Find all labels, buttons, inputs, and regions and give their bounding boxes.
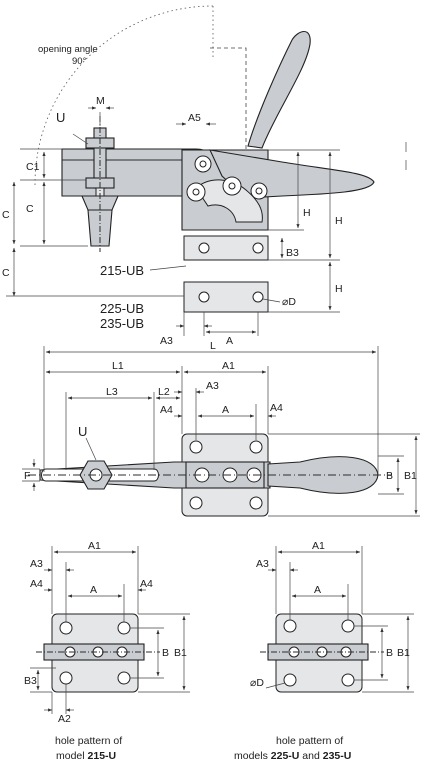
plan-hole [189,496,203,510]
label-c1: C1 [26,161,40,173]
label-a4-left: A4 [160,404,173,416]
opening-arc [34,5,214,186]
opening-angle-label: opening angle [38,44,98,55]
label-a3: A3 [206,380,219,392]
base-hole [198,242,210,254]
hole-pattern-225-235: A1 A3 A B B1 ⌀D hole pattern of models 2… [234,540,414,762]
base-hole [252,291,264,303]
label-l3: L3 [106,386,118,398]
pattern-hole [283,619,297,633]
leader-d [262,298,281,303]
closed-handle [209,149,375,199]
label-a1: A1 [222,360,235,372]
label-c-outer: C [2,209,10,221]
label-h-215: H [303,207,311,219]
label-a1: A1 [88,540,101,552]
label-b1: B1 [174,647,187,659]
pattern-hole [59,621,73,635]
pivot-4-core [255,187,263,195]
label-b: B [162,647,169,659]
label-a: A [222,404,229,416]
linkage [195,179,263,223]
caption-model-235: 235-U [323,750,352,762]
hole-pattern-215: A1 A3 A4 A4 A B B1 B3 A2 hole pattern of… [24,540,190,762]
base-hole [198,291,210,303]
leader-u [72,133,89,145]
caption-prefix: model [56,750,88,762]
label-m: M [96,95,105,107]
caption-line1: hole pattern of [55,735,122,747]
label-a3: A3 [160,335,173,347]
pivot-2-core [192,188,200,196]
open-handle-outline [210,47,247,150]
label-l: L [210,340,216,352]
label-l1: L1 [112,360,124,372]
pattern-hole [341,619,355,633]
label-a4-right: A4 [140,578,153,590]
model-235-ub: 235-UB [100,316,144,331]
caption-model-225: 225-U [271,750,300,762]
label-b3: B3 [24,675,37,687]
base-hole [252,242,264,254]
caption-line2: models 225-U and 235-U [234,750,351,762]
label-b: B [386,470,393,482]
raised-handle [247,30,311,149]
caption-and: and [299,750,322,762]
pattern-hole [283,673,297,687]
label-u: U [78,424,87,439]
pivot-1-core [199,160,207,168]
label-a: A [90,584,97,596]
pattern-hole [59,671,73,685]
label-h-235: H [335,283,343,295]
pattern-hole [341,673,355,687]
caption-line1: hole pattern of [276,735,343,747]
label-b: B [386,647,393,659]
plan-hole [249,496,263,510]
caption-prefix: models [234,750,271,762]
model-225-ub: 225-UB [100,301,144,316]
pivot-3-core [228,182,236,190]
label-h-225: H [335,215,343,227]
label-a: A [226,335,233,347]
label-f: F [24,470,30,482]
pattern-hole [117,621,131,635]
label-u: U [56,110,65,125]
model-215-ub: 215-UB [100,263,144,278]
leader-215 [149,265,187,271]
plan-hole [249,440,263,454]
label-a3: A3 [30,558,43,570]
pattern-hole [117,671,131,685]
plan-hole [189,440,203,454]
label-a4-right: A4 [270,402,283,414]
caption-model: 215-U [88,750,117,762]
label-b1: B1 [404,470,417,482]
plan-view: L L1 A1 L3 L2 A3 A A4 A4 U F B B1 [22,340,420,517]
leader-u [85,437,97,461]
label-a5: A5 [188,112,201,124]
label-a3: A3 [256,558,269,570]
label-a: A [314,584,321,596]
label-d: ⌀D [282,296,296,308]
leader-d [265,682,286,689]
label-l2: L2 [158,386,170,398]
label-a2: A2 [58,713,71,725]
label-d: ⌀D [250,677,264,689]
side-view: opening angle 90° U M A5 C1 C C C H H H … [2,5,407,347]
label-a4-left: A4 [30,578,43,590]
caption-line2: model 215-U [56,750,116,762]
label-b1: B1 [397,647,410,659]
label-a1: A1 [312,540,325,552]
label-b3: B3 [286,247,299,259]
label-c-lower: C [2,267,10,279]
label-c: C [26,203,34,215]
angle-value: 90° [72,56,87,67]
